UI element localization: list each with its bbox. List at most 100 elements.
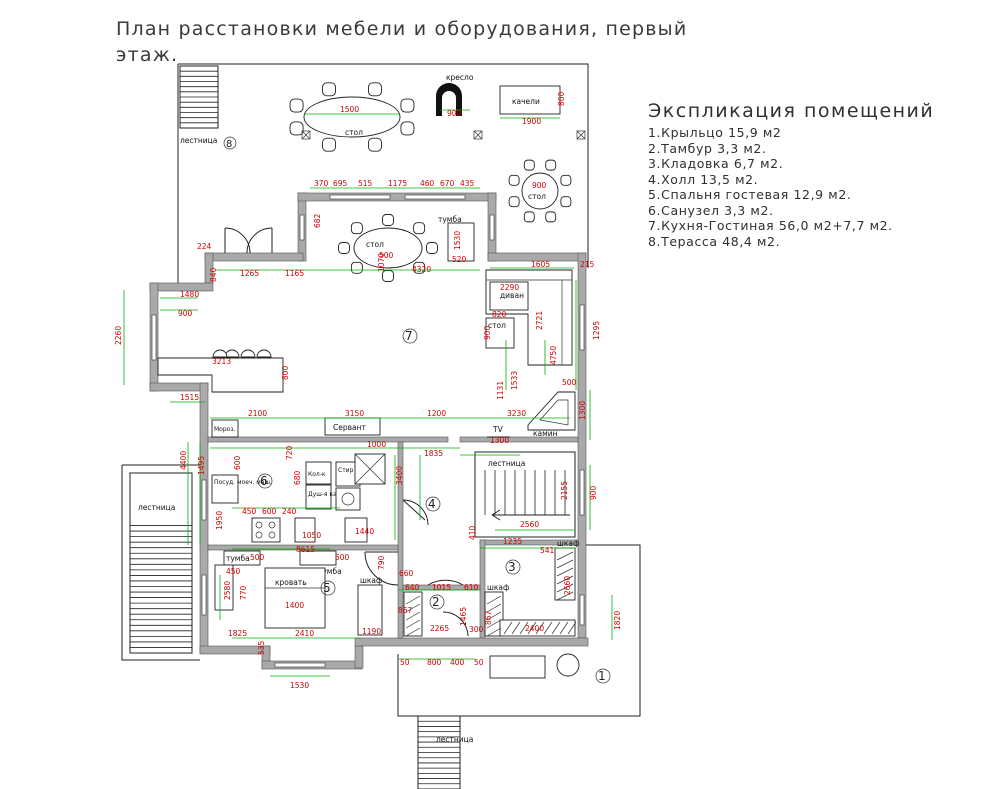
room-number-circle [223,136,237,150]
armchair-icon [436,83,462,116]
svg-text:3213: 3213 [212,357,231,366]
svg-text:500: 500 [562,378,577,387]
terrace-stairs-label: лестница [180,136,217,145]
chair [426,242,438,254]
svg-text:2721: 2721 [535,311,544,330]
room-number-1: 1 [598,669,606,683]
svg-text:900: 900 [589,485,598,500]
legend-item: 7.Кухня-Гостиная 56,0 м2+7,7 м2. [648,218,893,233]
fireplace-label: камин [533,429,558,438]
svg-text:520: 520 [452,255,467,264]
svg-text:1235: 1235 [503,537,522,546]
legend-list: 1.Крыльцо 15,9 м2 2.Тамбур 3,3 м2. 3.Кла… [648,125,983,249]
chair [322,82,336,97]
svg-text:1530: 1530 [290,681,309,690]
svg-text:240: 240 [282,507,297,516]
svg-text:820: 820 [492,310,507,319]
terrace-round-table [303,96,401,138]
svg-text:1265: 1265 [240,269,259,278]
svg-text:3230: 3230 [507,409,526,418]
kitchen-island [157,349,284,393]
svg-text:500: 500 [250,553,265,562]
chair [289,98,304,113]
svg-text:1900: 1900 [522,117,541,126]
svg-text:2290: 2290 [500,283,519,292]
chair [368,82,382,97]
sideboard-label: Сервант [333,423,367,432]
svg-text:515: 515 [358,179,373,188]
legend-item: 3.Кладовка 6,7 м2. [648,156,784,171]
svg-text:600: 600 [233,455,242,470]
terrace-staircase: лестница [179,65,219,145]
bedroom-wardrobe-label: шкаф [360,576,382,585]
left-staircase: лестница [121,464,200,661]
chair [560,174,572,186]
bedroom-nightstand-label-2: тумба [318,567,342,576]
page-title: План расстановки мебели и оборудования, … [116,18,688,66]
terrace-small-dining-set: стол 900 [508,159,572,223]
svg-text:535: 535 [257,640,266,655]
chair [560,196,572,208]
svg-text:1835: 1835 [424,449,443,458]
dining-table [353,227,423,269]
svg-text:1480: 1480 [180,290,199,299]
chair [322,137,336,152]
svg-text:1515: 1515 [180,393,199,402]
bathroom: Посуд. моеч. маш. Кол-к Душ-я кабина Сти… [211,453,386,543]
armchair: кресло 900 [436,73,474,118]
chair [508,196,520,208]
svg-text:660: 660 [399,569,414,578]
svg-text:790: 790 [377,555,386,570]
washer-label: Стир маш. [338,467,371,474]
room-number-7: 7 [405,329,413,343]
svg-text:1165: 1165 [285,269,304,278]
chair [523,159,535,171]
swing-rect [499,85,561,115]
guest-bedroom: тумба тумба кровать шкаф 5 [214,550,383,636]
legend-item: 1.Крыльцо 15,9 м2 [648,125,782,140]
hall-stairs-label: лестница [488,459,525,468]
svg-text:2260: 2260 [114,326,123,345]
svg-text:215: 215 [580,260,595,269]
svg-text:1000: 1000 [367,440,386,449]
nightstand-label: тумба [438,215,462,224]
chair [413,222,426,235]
bar-stool [212,349,228,358]
svg-text:840: 840 [209,267,218,282]
svg-text:400: 400 [450,658,465,667]
terrace-dining-set: стол 1500 [289,82,415,152]
chair [338,242,350,254]
svg-text:1400: 1400 [285,601,304,610]
svg-text:3400: 3400 [395,466,404,485]
porch: 1 [397,544,641,717]
swing: качели 800 1900 [499,85,566,126]
svg-text:1950: 1950 [215,511,224,530]
svg-text:435: 435 [460,179,475,188]
dishwasher-label: Посуд. моеч. маш. [214,479,272,486]
terrace-columns [301,130,586,140]
svg-text:3150: 3150 [345,409,364,418]
hall-staircase: лестница [474,451,576,538]
svg-text:450: 450 [242,507,257,516]
chair [523,211,535,223]
bed-label: кровать [275,578,307,587]
svg-text:695: 695 [333,179,348,188]
svg-text:900: 900 [178,309,193,318]
swing-label: качели [512,97,540,106]
svg-text:1465: 1465 [459,607,468,626]
sideboard: Сервант [324,417,381,436]
svg-text:1440: 1440 [355,527,374,536]
shower-label: Душ-я кабина [308,491,352,498]
svg-text:600: 600 [262,507,277,516]
coffee-table-label: стол [488,321,506,330]
chair [545,211,557,223]
chair [368,137,382,152]
legend-item: 8.Терасса 48,4 м2. [648,233,781,249]
dining-table-label: стол [366,240,384,249]
svg-text:450: 450 [226,567,241,576]
fridge-label: Мороз. [214,426,236,433]
svg-text:1131: 1131 [496,381,505,400]
nightstand-bay: тумба [438,215,475,262]
svg-text:1300: 1300 [490,436,509,445]
svg-text:2400: 2400 [525,624,544,633]
